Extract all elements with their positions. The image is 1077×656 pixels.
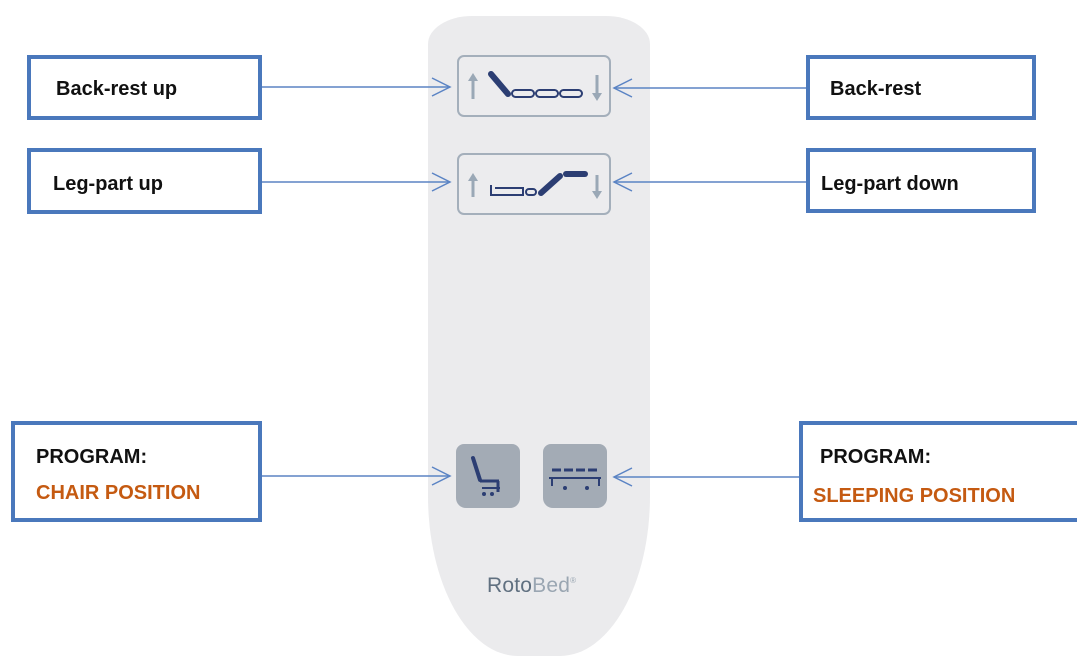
back-rest-button[interactable] (457, 55, 611, 117)
program-value: SLEEPING POSITION (813, 485, 1016, 507)
brand-logo: RotoBed® (487, 574, 576, 598)
label-leg-part-up: Leg-part up (27, 148, 262, 214)
chair-position-icon (471, 456, 500, 496)
arrow-up-icon (468, 73, 478, 99)
arrow-up-icon (468, 173, 478, 197)
back-rest-up-down-icon (468, 71, 602, 101)
label-text: Back-rest up (56, 78, 178, 100)
program-title: PROGRAM: (820, 446, 932, 468)
leg-part-up-down-icon (468, 171, 602, 199)
label-back-rest: Back-rest (806, 55, 1036, 120)
label-program-chair: PROGRAM: CHAIR POSITION (11, 421, 262, 522)
arrow-down-icon (592, 75, 602, 101)
label-text: Leg-part down (821, 173, 959, 195)
arrow-program-sleep (612, 467, 799, 487)
label-text: Leg-part up (53, 173, 163, 195)
arrow-leg-part-up (262, 172, 452, 192)
callout-arrows (262, 77, 806, 487)
arrow-program-chair (262, 466, 452, 486)
program-title: PROGRAM: (36, 446, 148, 468)
arrow-back-rest-up (262, 77, 452, 97)
bed-backrest-raised-icon (488, 71, 583, 98)
program-value: CHAIR POSITION (36, 482, 201, 504)
leg-part-button[interactable] (457, 153, 611, 215)
registered-mark: ® (570, 576, 577, 585)
arrow-leg-part-down (612, 172, 806, 192)
chair-position-button[interactable] (456, 444, 520, 508)
remote-control-body (428, 16, 650, 656)
label-text: Back-rest (830, 78, 922, 100)
arrow-back-rest (612, 78, 806, 98)
sleeping-position-button[interactable] (543, 444, 607, 508)
label-leg-part-down: Leg-part down (806, 148, 1036, 213)
label-back-rest-up: Back-rest up (27, 55, 262, 120)
label-program-sleep: PROGRAM: SLEEPING POSITION (799, 421, 1077, 522)
bed-legpart-raised-icon (490, 171, 588, 196)
brand-part-1: Roto (487, 574, 533, 597)
brand-part-2: Bed (532, 574, 571, 597)
arrow-down-icon (592, 175, 602, 199)
sleeping-position-icon (549, 468, 601, 490)
